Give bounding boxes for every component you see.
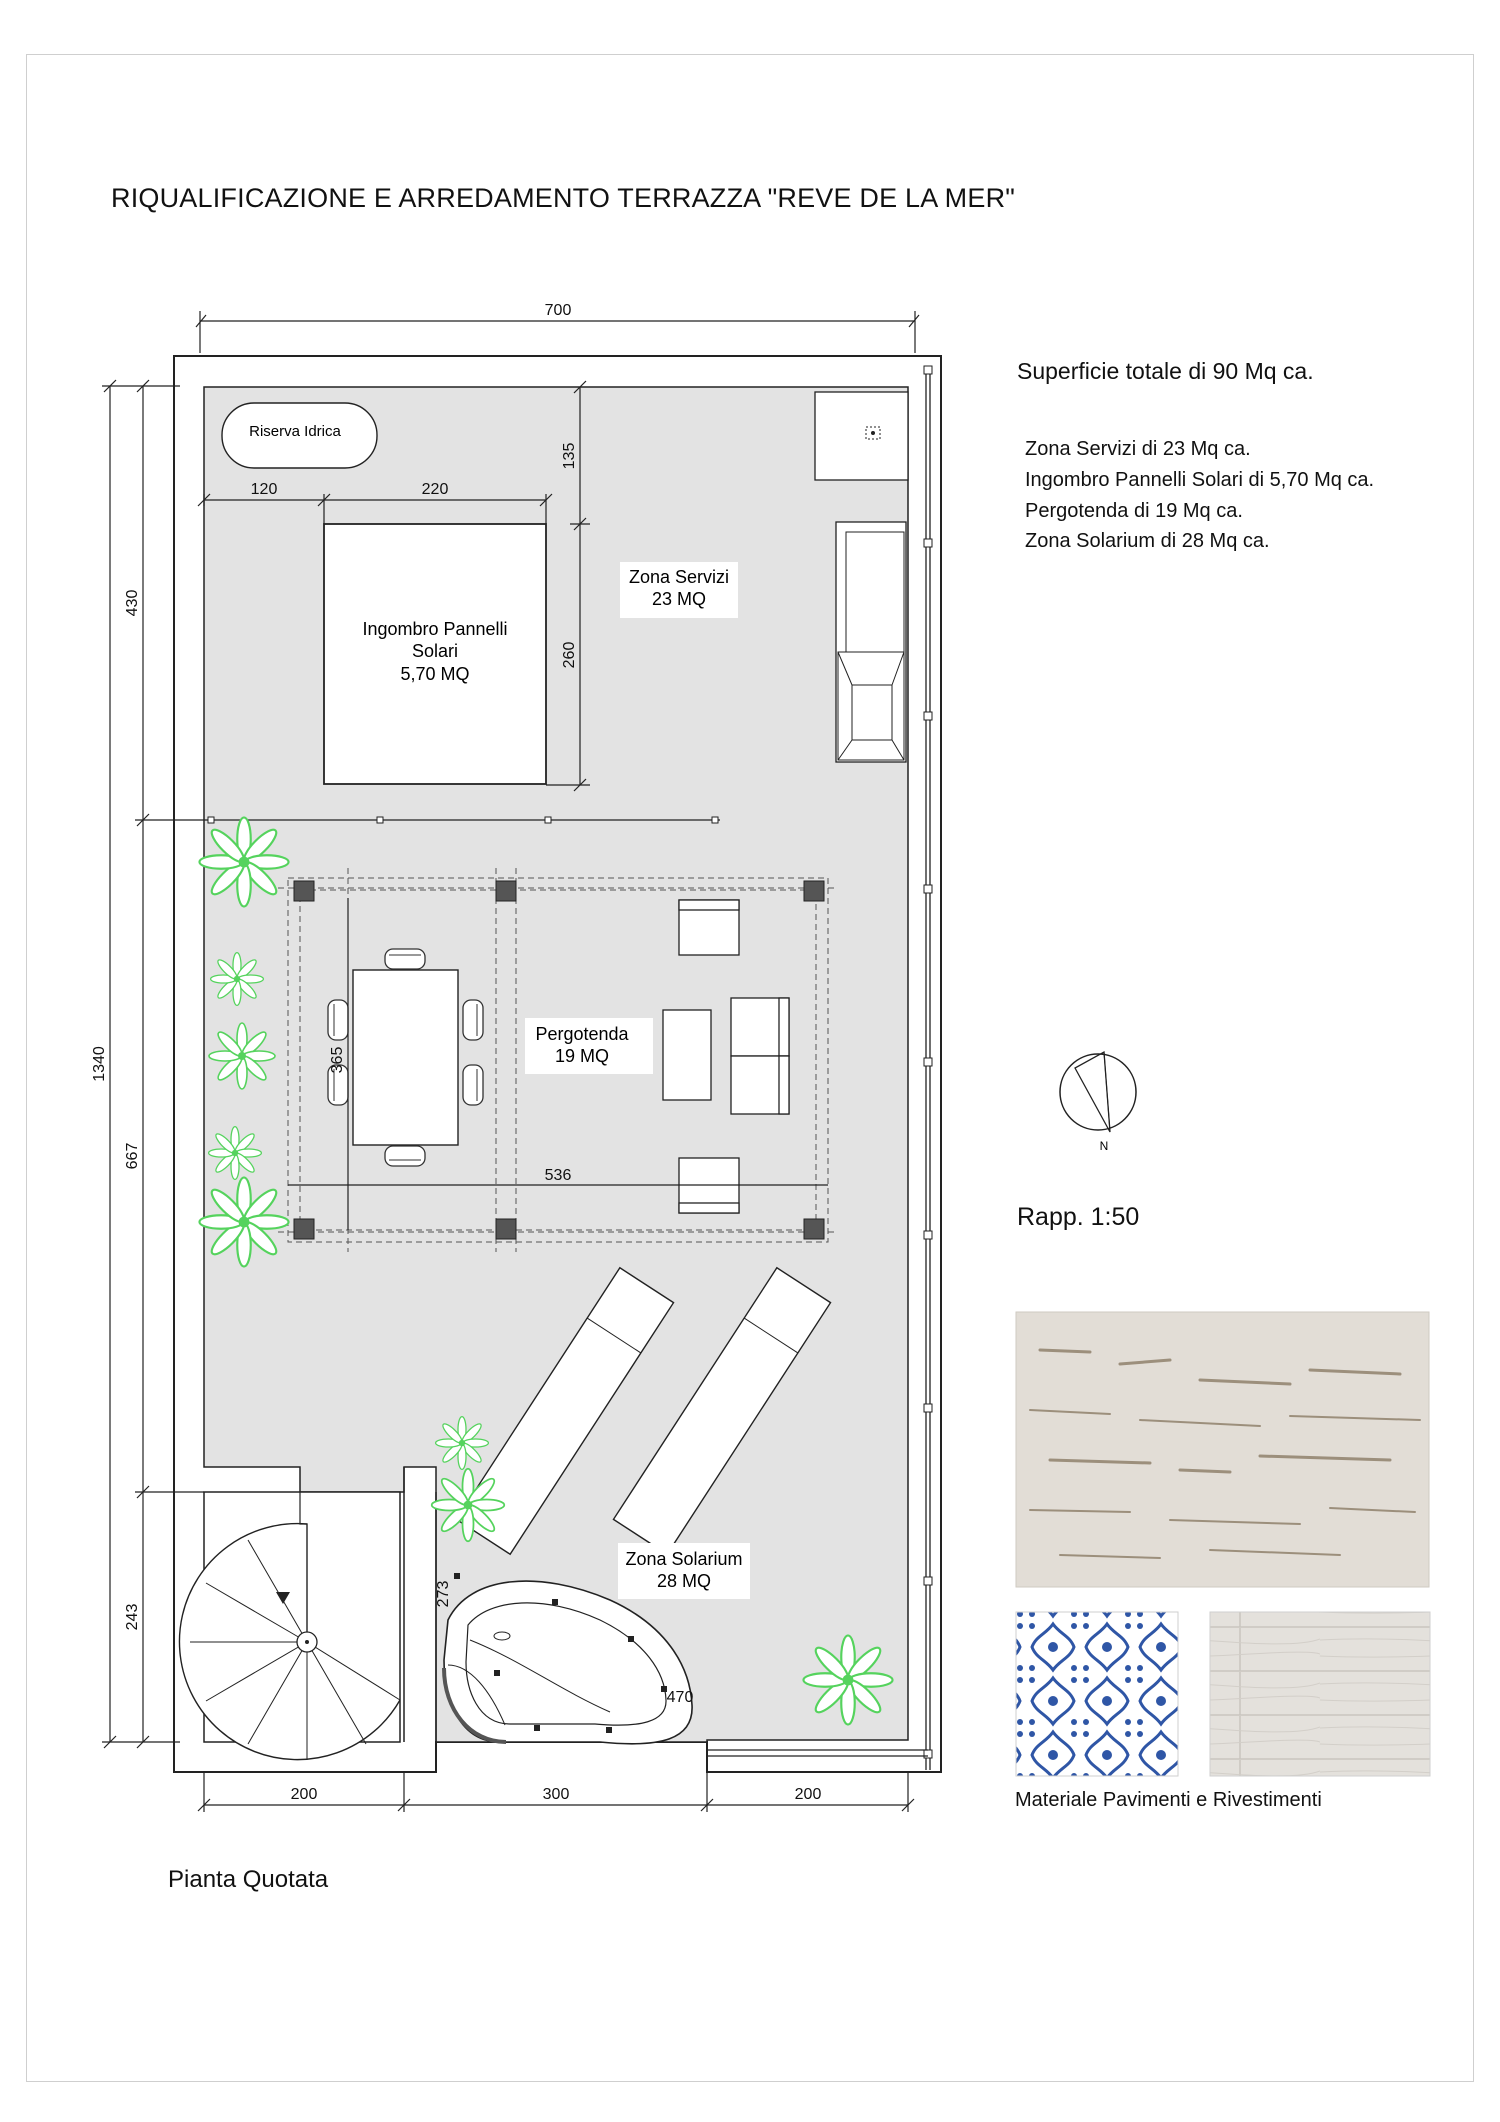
azulejo-tile-swatch [1015,1611,1179,1777]
sun-lounger-left [455,1266,675,1556]
summary-item-services: Zona Servizi di 23 Mq ca. [1025,438,1251,460]
pergola-area-label: 19 MQ [555,1046,609,1066]
services-zone-label: Zona Servizi [629,567,729,587]
solar-label-line1: Ingombro Pannelli [362,619,507,639]
wood-tile-swatch [1209,1611,1431,1777]
dim-bottom-middle: 300 [543,1786,570,1803]
pergola-posts [293,880,825,1240]
spiral-staircase [178,1492,401,1761]
dim-solar-offset: 120 [251,481,278,498]
dim-left-upper: 430 [124,590,141,617]
water-tank [221,402,378,469]
summary-item-pergola: Pergotenda di 19 Mq ca. [1025,500,1243,522]
sun-lounger-right [612,1266,832,1556]
scale-label: Rapp. 1:50 [1017,1203,1140,1231]
summary-item-solar: Ingombro Pannelli Solari di 5,70 Mq ca. [1025,469,1375,491]
summary-item-solarium: Zona Solarium di 28 Mq ca. [1025,530,1270,552]
solar-label-line2: Solari [412,641,458,661]
dim-left-total: 1340 [91,1046,108,1082]
solarium-area-label: 28 MQ [657,1571,711,1591]
travertine-swatch [1015,1311,1430,1588]
dim-pool-height: 273 [435,1581,452,1608]
solar-area-label: 5,70 MQ [400,664,469,684]
solarium-label: Zona Solarium [625,1549,742,1569]
shower-block [814,391,909,481]
total-area: Superficie totale di 90 Mq ca. [1017,358,1314,384]
dim-left-middle: 667 [124,1143,141,1170]
solar-panel-area [323,523,547,785]
water-tank-label: Riserva Idrica [249,423,341,440]
dim-pool-width: 470 [667,1689,694,1706]
lounge-seating [678,899,790,1214]
dim-solar-top-gap: 135 [561,443,578,470]
service-cabinet [835,521,907,763]
dining-table [352,969,459,1146]
dim-solar-height: 260 [561,642,578,669]
north-arrow-icon [1059,1050,1137,1133]
dim-top-width: 700 [545,302,572,319]
dim-bottom-left: 200 [291,1786,318,1803]
drawing-sheet [26,54,1474,2082]
plan-label: Pianta Quotata [168,1866,329,1893]
dim-pergola-width: 536 [545,1167,572,1184]
drawing-title: RIQUALIFICAZIONE E ARREDAMENTO TERRAZZA … [111,183,1016,213]
north-label: N [1100,1139,1109,1153]
dim-left-lower: 243 [124,1604,141,1631]
dim-pergola-depth: 365 [329,1047,346,1074]
coffee-table [662,1009,712,1101]
services-area-label: 23 MQ [652,589,706,609]
materials-caption: Materiale Pavimenti e Rivestimenti [1015,1789,1322,1811]
dim-solar-width: 220 [422,481,449,498]
pergola-label: Pergotenda [535,1024,629,1044]
dim-bottom-right: 200 [795,1786,822,1803]
